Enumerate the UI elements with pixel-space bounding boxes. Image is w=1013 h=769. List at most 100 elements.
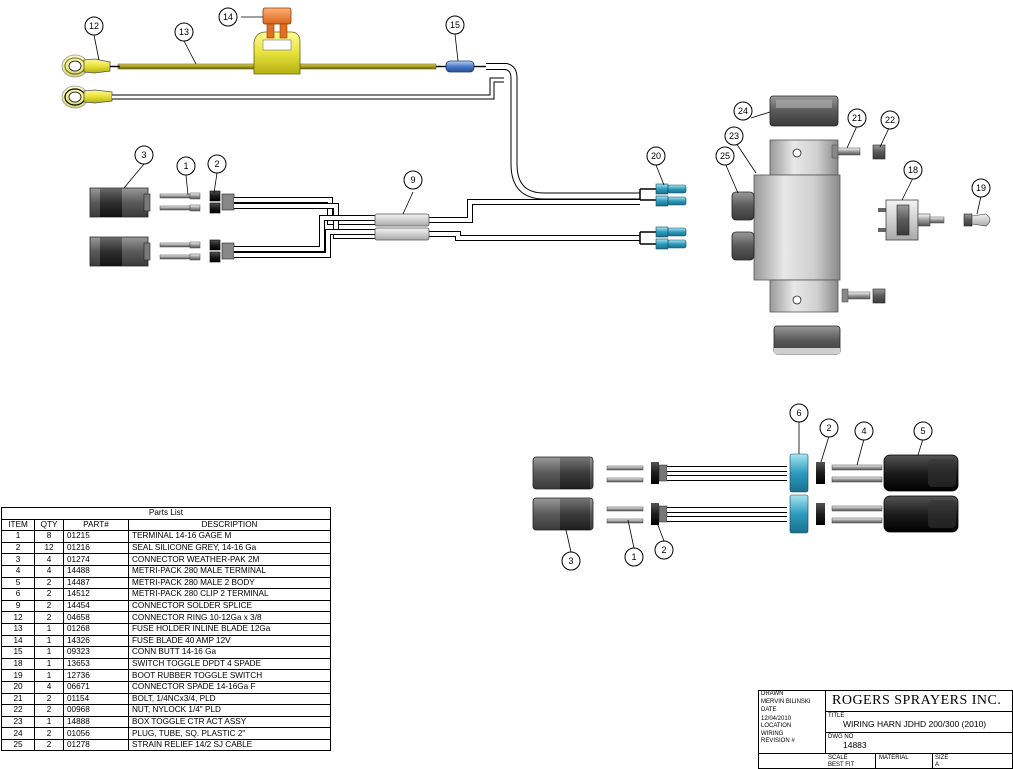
cell-description: PLUG, TUBE, SQ. PLASTIC 2" <box>128 727 331 740</box>
cell-description: BOOT RUBBER TOGGLE SWITCH <box>128 669 331 682</box>
cell-qty: 8 <box>34 530 64 543</box>
header-qty: QTY <box>34 518 64 532</box>
cell-description: CONNECTOR SOLDER SPLICE <box>128 599 331 613</box>
cell-description: METRI-PACK 280 CLIP 2 TERMINAL <box>128 588 331 601</box>
toggle-switch <box>878 199 945 241</box>
weather-pak-connector-upper <box>89 187 151 218</box>
butt-connector <box>445 60 475 73</box>
cell-qty: 1 <box>34 657 64 671</box>
title-value: WIRING HARN JDHD 200/300 (2010) <box>843 719 987 729</box>
spade-connectors <box>655 183 687 250</box>
balloon-3-upper: 3 <box>141 150 146 160</box>
balloon-1-lower: 1 <box>631 552 636 562</box>
cell-part: 14888 <box>63 715 129 729</box>
balloon-2-right: 2 <box>826 423 831 433</box>
balloon-12: 12 <box>89 21 99 31</box>
toggle-box <box>753 174 841 281</box>
header-part: PART# <box>63 518 129 532</box>
balloon-4: 4 <box>861 426 866 436</box>
balloon-22: 22 <box>885 115 895 125</box>
toggle-boot <box>963 213 991 227</box>
cell-part: 14488 <box>63 564 129 578</box>
metri-pack-harness <box>532 453 959 534</box>
ring-terminal-lower <box>61 85 113 109</box>
switch-box-assembly <box>731 95 991 355</box>
bottom-wires <box>667 466 787 522</box>
bottom-pins-left <box>606 462 668 525</box>
balloon-1-upper: 1 <box>183 161 188 171</box>
cell-part: 00968 <box>63 704 129 717</box>
cell-part: 01056 <box>63 727 129 740</box>
size-label: SIZE <box>935 755 949 761</box>
cell-item: 21 <box>1 692 35 706</box>
cell-qty: 2 <box>34 611 64 624</box>
terminal-pins-group <box>159 192 201 261</box>
cell-qty: 1 <box>34 669 64 682</box>
cell-description: TERMINAL 14-16 GAGE M <box>128 530 331 543</box>
balloon-2-lower: 2 <box>661 545 666 555</box>
cell-item: 19 <box>1 669 35 682</box>
cell-qty: 1 <box>34 622 64 636</box>
location-label: LOCATION <box>761 723 792 729</box>
location-value: WIRING <box>761 731 784 737</box>
tube-plug-bottom <box>773 325 841 355</box>
cell-description: FUSE HOLDER INLINE BLADE 12Ga <box>128 622 331 636</box>
weather-pak-connector-bottom-upper <box>532 456 594 490</box>
seals-group <box>209 190 235 263</box>
cell-part: 14454 <box>63 599 129 613</box>
cell-qty: 2 <box>34 599 64 613</box>
ring-terminal-upper <box>61 54 111 78</box>
balloon-15: 15 <box>450 20 460 30</box>
balloon-5: 5 <box>920 426 925 436</box>
cell-description: SWITCH TOGGLE DPDT 4 SPADE <box>128 657 331 671</box>
cell-item: 12 <box>1 611 35 624</box>
cell-description: STRAIN RELIEF 14/2 SJ CABLE <box>128 738 331 752</box>
bolt-lower <box>841 288 871 303</box>
cell-item: 1 <box>1 530 35 543</box>
header-item: ITEM <box>1 518 35 532</box>
date-label: DATE <box>761 707 777 713</box>
cell-qty: 2 <box>34 704 64 717</box>
cell-qty: 1 <box>34 634 64 648</box>
metri-pack-body-lower <box>883 495 959 533</box>
cell-item: 18 <box>1 657 35 671</box>
cell-item: 20 <box>1 680 35 694</box>
balloon-6: 6 <box>796 408 801 418</box>
metri-pack-body-upper <box>883 454 959 492</box>
switch-harness <box>89 183 687 267</box>
cell-part: 13653 <box>63 657 129 671</box>
cell-qty: 2 <box>34 692 64 706</box>
nut-upper <box>872 144 886 160</box>
balloon-3-lower: 3 <box>568 556 573 566</box>
bottom-seals-right <box>816 462 883 525</box>
cell-qty: 12 <box>34 541 64 555</box>
weather-pak-connector-bottom-lower <box>532 497 594 531</box>
material-label: MATERIAL <box>879 755 909 761</box>
cell-item: 9 <box>1 599 35 613</box>
tube-plug-top <box>769 95 839 127</box>
dwg-value: 14883 <box>843 740 867 750</box>
solder-splices <box>374 213 430 241</box>
cell-qty: 4 <box>34 564 64 578</box>
cell-item: 23 <box>1 715 35 729</box>
cell-qty: 2 <box>34 576 64 590</box>
cell-item: 25 <box>1 738 35 752</box>
callout-balloons: 12 13 14 15 3 1 2 9 20 24 23 25 21 22 18… <box>84 7 991 571</box>
cell-description: BOLT, 1/4NCx3/4, PLD <box>128 692 331 706</box>
fuse-holder-body <box>253 31 301 75</box>
title-label: TITLE <box>828 713 845 719</box>
balloon-18: 18 <box>908 165 918 175</box>
balloon-13: 13 <box>179 27 189 37</box>
dwg-label: DWG NO <box>828 734 854 740</box>
nut-lower <box>872 288 886 304</box>
balloon-2-upper: 2 <box>214 159 219 169</box>
cell-part: 01274 <box>63 553 129 566</box>
cell-item: 13 <box>1 622 35 636</box>
